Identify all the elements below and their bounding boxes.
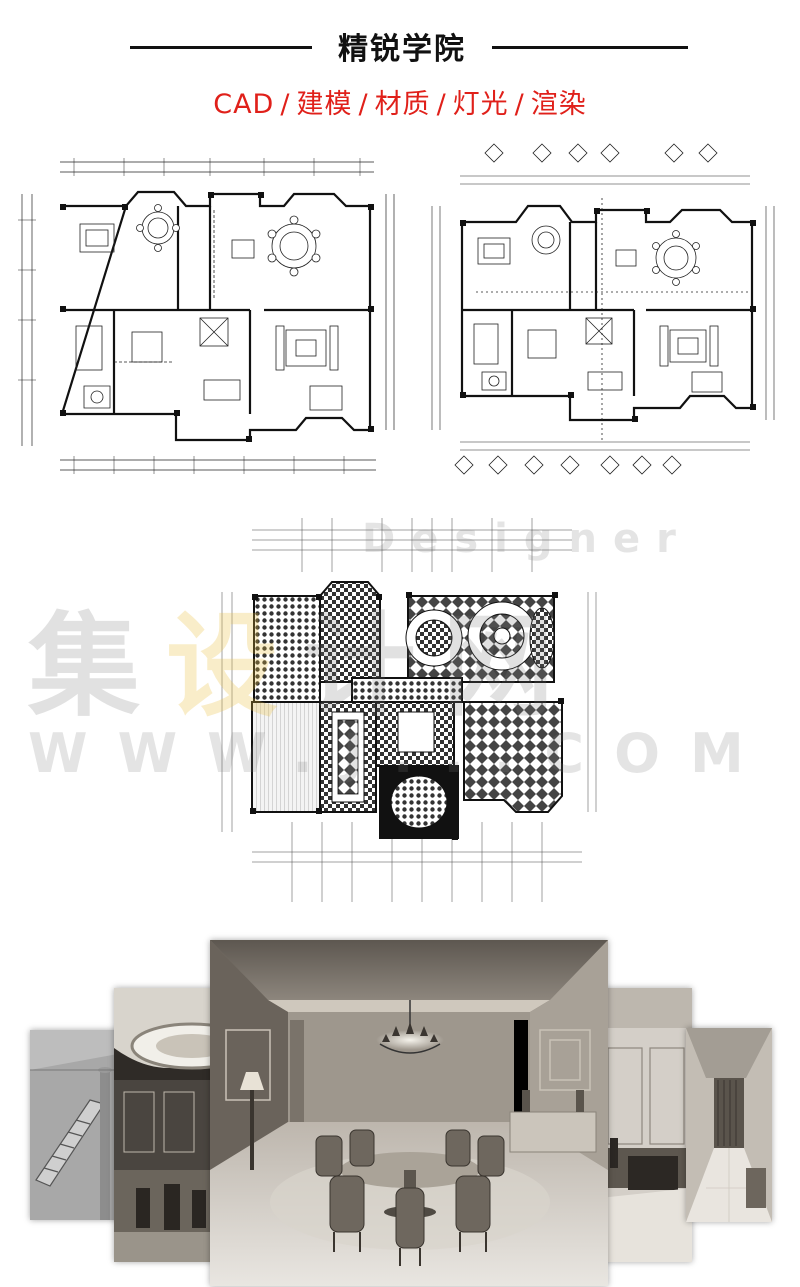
title-divider-left — [130, 46, 312, 49]
render-gallery — [0, 930, 800, 1287]
floor-tile-pattern-plan — [212, 512, 602, 912]
course-topics: CAD/建模/材质/灯光/渲染 — [0, 82, 800, 121]
floor-plan-drawing — [431, 143, 775, 475]
title-divider-right — [492, 46, 688, 49]
sitting-room-render — [600, 988, 692, 1262]
topic-rendering: 渲染 — [530, 89, 587, 120]
page-title: 精锐学院 — [338, 32, 466, 67]
topic-separator: / — [280, 89, 291, 120]
title-row: 精锐学院 — [0, 22, 800, 70]
floor-plan-drawing — [18, 158, 395, 474]
furniture-floor-plan — [14, 150, 400, 485]
topic-lighting: 灯光 — [452, 89, 509, 120]
topic-separator: / — [514, 89, 525, 120]
topic-cad: CAD — [213, 89, 275, 120]
render-image — [600, 988, 692, 1262]
render-image — [114, 988, 224, 1262]
ceiling-detail-render — [114, 988, 224, 1262]
dining-room-render — [210, 940, 608, 1286]
topic-modeling: 建模 — [296, 89, 353, 120]
tile-plan-drawing — [221, 518, 597, 902]
render-image — [686, 1028, 772, 1222]
furniture-floor-plan-elevations — [420, 140, 792, 485]
corridor-render — [686, 1028, 772, 1222]
page-header: 精锐学院 CAD/建模/材质/灯光/渲染 — [0, 0, 800, 130]
watermark-char: 集 — [28, 602, 166, 732]
topic-material: 材质 — [374, 89, 431, 120]
topic-separator: / — [436, 89, 447, 120]
topic-separator: / — [358, 89, 369, 120]
render-image — [210, 940, 608, 1286]
